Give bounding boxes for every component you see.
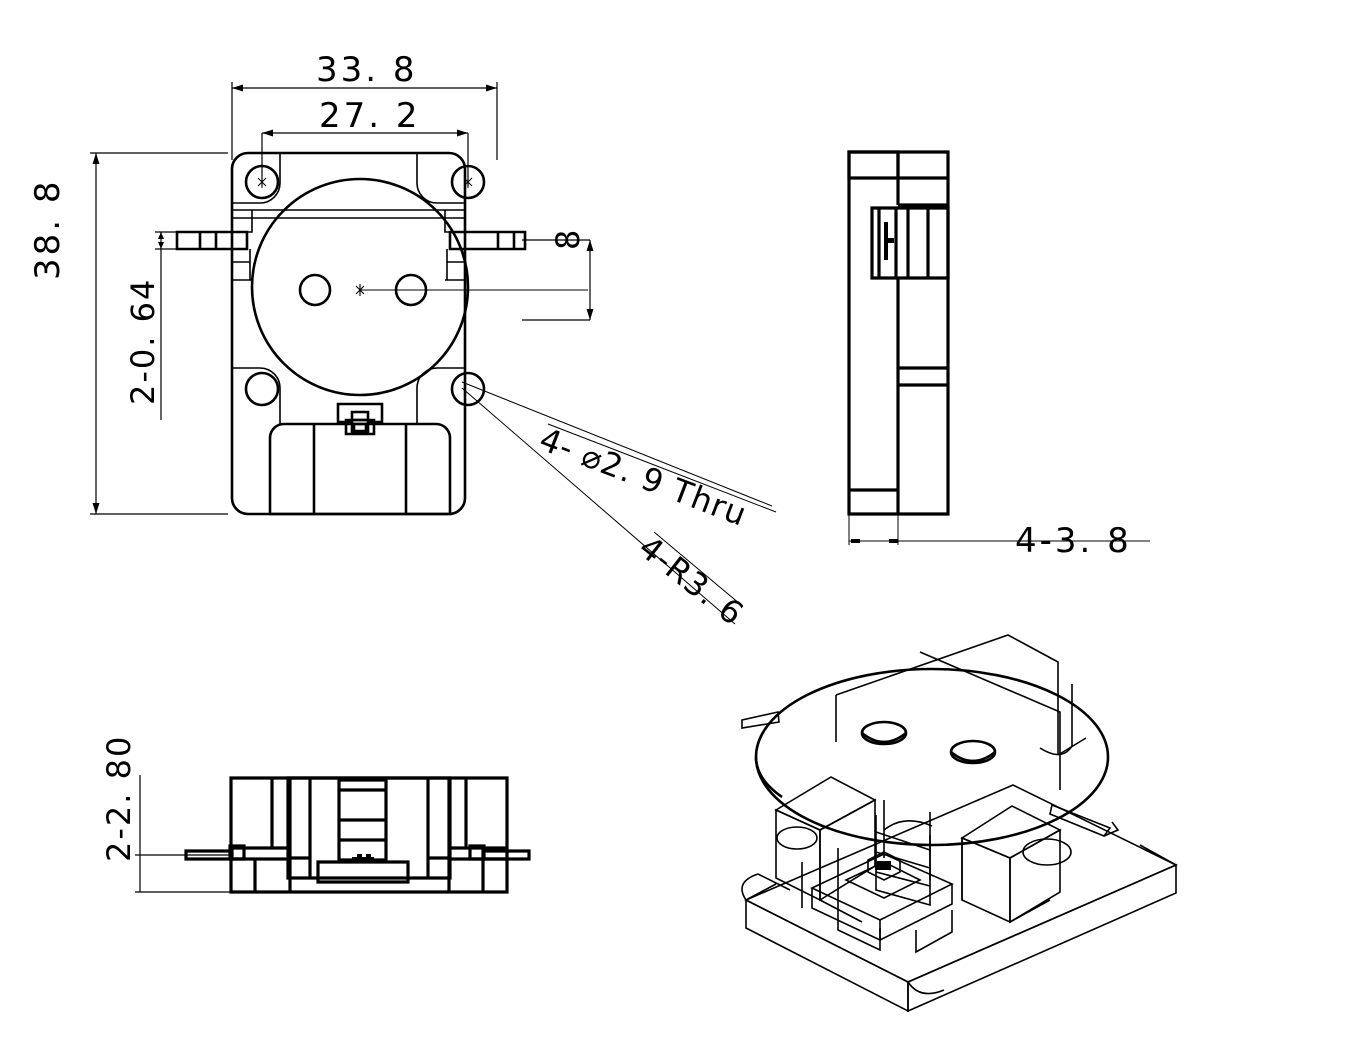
dim-label-27-2: 27. 2	[319, 96, 421, 136]
mounting-hole-top-left	[244, 164, 280, 200]
leader-line-radius	[461, 387, 736, 625]
iso-lead-left	[741, 711, 780, 729]
mounting-hole-bottom-right	[450, 371, 486, 407]
iso-round-body	[754, 667, 1110, 847]
terminal-hole-right	[394, 273, 428, 307]
mounting-hole-top-right	[450, 164, 486, 200]
lead-right	[448, 230, 527, 251]
round-body-outline	[250, 177, 470, 397]
terminal-hole-left	[298, 273, 332, 307]
mounting-hole-bottom-left	[244, 371, 280, 407]
bottom-elevation-view	[135, 775, 531, 894]
connector-detail	[336, 402, 384, 436]
leader-line-thru	[461, 381, 773, 507]
dimension-lines-front-view	[90, 82, 594, 515]
dim-label-33-8: 33. 8	[316, 50, 418, 90]
lead-left	[175, 230, 249, 251]
isometric-view	[741, 634, 1178, 1013]
side-view	[847, 150, 1150, 545]
front-view	[175, 151, 777, 625]
